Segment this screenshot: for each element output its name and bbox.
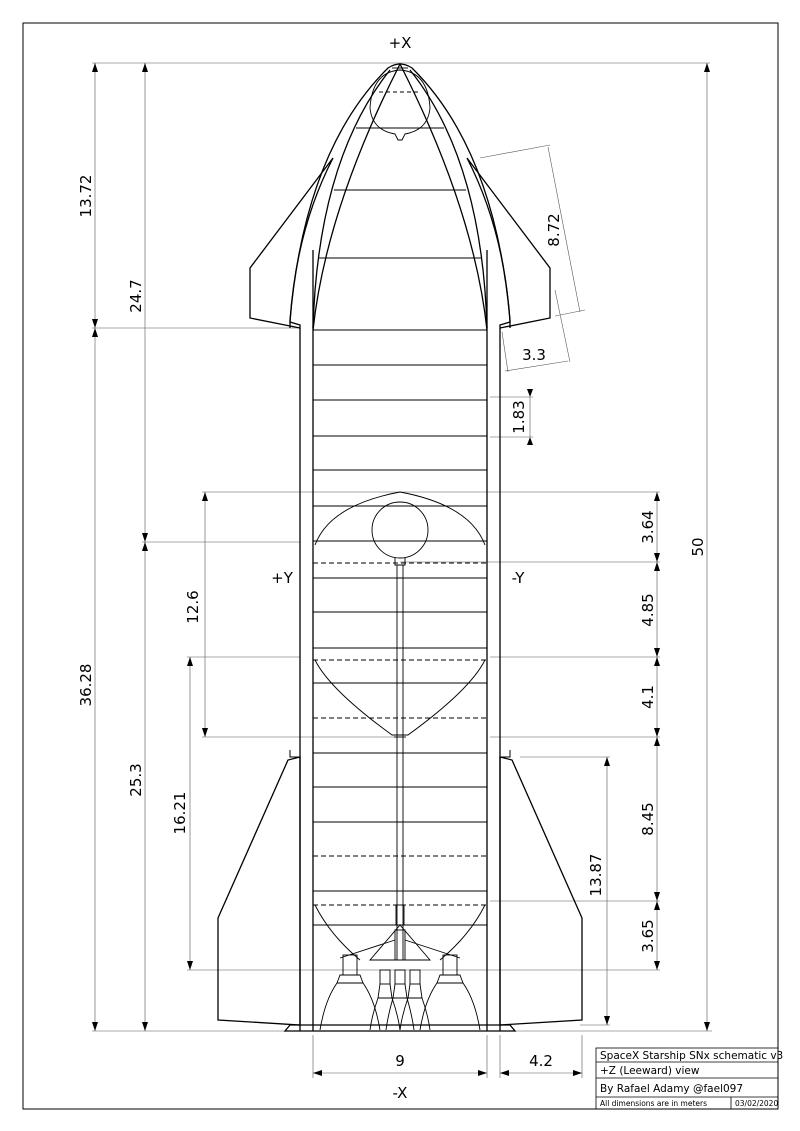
dimension-lines — [92, 62, 712, 1078]
dim-tank-mid-b: 4.1 — [639, 685, 657, 709]
dim-nose-height: 13.72 — [77, 175, 95, 218]
title-block-title: SpaceX Starship SNx schematic v3 — [600, 1050, 783, 1062]
title-block-view: +Z (Leeward) view — [600, 1065, 700, 1077]
dim-header-tank: 12.6 — [184, 590, 202, 623]
title-block-date: 03/02/2020 — [735, 1099, 778, 1108]
axis-label-right: -Y — [512, 569, 526, 587]
starship-outline — [217, 62, 583, 1032]
dim-upper-section: 24.7 — [127, 279, 145, 312]
dim-body-diameter: 9 — [395, 1052, 405, 1070]
dim-dome-upper: 3.64 — [639, 510, 657, 543]
fin-roots — [289, 750, 511, 758]
dim-aft-fin-width: 4.2 — [529, 1052, 553, 1070]
sheet-border — [22, 22, 779, 1110]
dim-lower-section: 36.28 — [77, 664, 95, 707]
title-block-units-note: All dimensions are in meters — [600, 1099, 707, 1108]
dim-fin-span-upper: 8.72 — [545, 213, 563, 246]
tanks — [314, 69, 486, 961]
dim-tank-mid-a: 4.85 — [639, 593, 657, 626]
dim-tank-lower: 8.45 — [639, 802, 657, 835]
dim-fin-width-upper: 3.3 — [522, 346, 546, 364]
dim-ring-spacing: 1.83 — [510, 400, 528, 433]
dimension-ticks — [92, 63, 710, 1076]
dim-lower-tank: 16.21 — [171, 792, 189, 835]
title-block — [595, 1047, 779, 1110]
ring-frames — [313, 67, 487, 926]
axis-label-top: +X — [389, 34, 412, 52]
engines — [319, 954, 481, 1031]
dim-dome-lower: 3.65 — [639, 919, 657, 952]
axis-label-left: +Y — [271, 569, 294, 587]
dim-total-height: 50 — [689, 537, 707, 556]
title-block-author: By Rafael Adamy @fael097 — [600, 1083, 743, 1095]
axis-label-bottom: -X — [393, 1084, 408, 1102]
dim-aft-section: 25.3 — [127, 763, 145, 796]
dim-aft-fin-height: 13.87 — [587, 854, 605, 897]
